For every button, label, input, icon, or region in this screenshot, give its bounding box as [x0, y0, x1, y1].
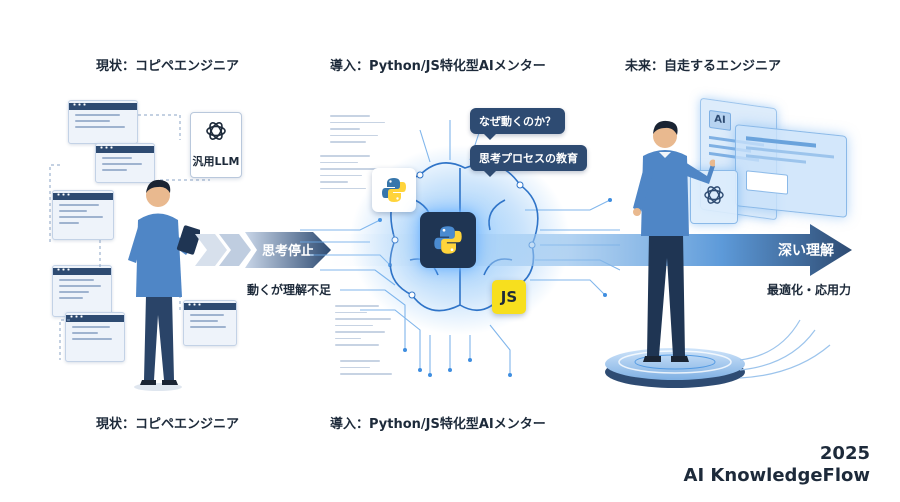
llm-card: 汎用LLM	[190, 112, 242, 178]
confident-engineer-figure	[633, 120, 715, 362]
heading-current-top: 現状：コピペエンジニア	[96, 59, 240, 74]
footer-year: 2025	[819, 443, 870, 464]
code-window	[68, 100, 138, 144]
flow-lines-right	[740, 319, 831, 379]
llm-label: 汎用LLM	[192, 155, 240, 168]
footer-brand: AI KnowledgeFlow	[683, 465, 870, 486]
python-logo-icon	[434, 226, 462, 254]
holo-screen-right	[735, 124, 847, 218]
optimization-caption: 最適化・応用力	[767, 283, 852, 297]
code-window	[95, 143, 155, 183]
python-chip	[420, 212, 476, 268]
confused-engineer-figure	[128, 179, 200, 391]
thinking-stop-arrow	[195, 232, 331, 268]
understanding-arrow	[330, 224, 852, 276]
code-window	[52, 190, 114, 240]
js-badge: JS	[492, 280, 526, 314]
python-card-small	[372, 168, 416, 212]
thinking-process-bubble: 思考プロセスの教育	[470, 145, 587, 177]
thinking-stop-label: 思考停止	[262, 244, 315, 259]
why-it-works-bubble: なぜ動くのか？	[470, 108, 565, 140]
connector-lines-left	[49, 114, 210, 360]
heading-intro-top: 導入：Python/JS特化型AIメンター	[330, 59, 546, 74]
code-window	[65, 312, 125, 362]
deep-understanding-label: 深い理解	[778, 243, 834, 259]
ai-knot-icon	[704, 186, 724, 204]
heading-current-bottom: 現状：コピペエンジニア	[96, 417, 240, 432]
heading-intro-bottom: 導入：Python/JS特化型AIメンター	[330, 417, 546, 432]
python-logo-icon	[382, 178, 406, 202]
code-window	[52, 265, 112, 317]
code-window	[183, 300, 237, 346]
shallow-understanding-caption: 動くが理解不足	[247, 283, 332, 297]
llm-knot-icon	[206, 122, 226, 140]
heading-future-top: 未来：自走するエンジニア	[625, 59, 782, 74]
holo-platform	[605, 348, 745, 388]
